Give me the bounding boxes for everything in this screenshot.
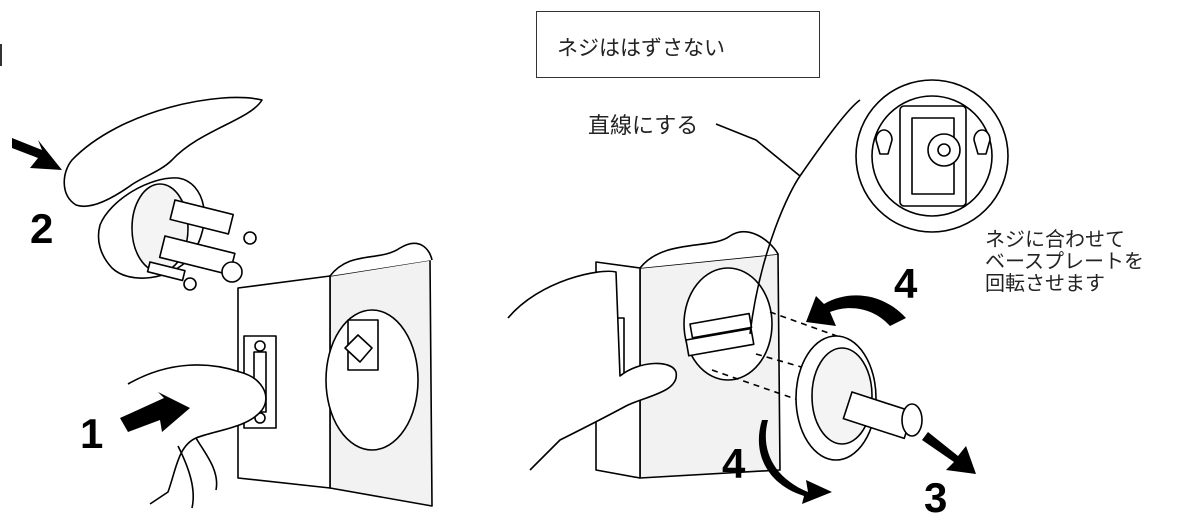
rotate-note-line-3: 回転させます xyxy=(985,271,1105,295)
straight-label: 直線にする xyxy=(588,114,699,139)
rotate-note-line-2: ベースプレートを xyxy=(985,249,1144,273)
door-block xyxy=(237,242,433,507)
arrow-step3 xyxy=(922,432,976,474)
rotate-note: ネジに合わせて ベースプレートを 回転させます xyxy=(985,228,1144,294)
straight-wire xyxy=(749,99,861,335)
right-hand xyxy=(507,270,677,471)
border-tick xyxy=(0,44,2,66)
callout-text: ネジははずさない xyxy=(557,36,725,60)
arrow-rotate-upper xyxy=(806,295,906,326)
step-3-label: 3 xyxy=(924,474,948,521)
step-4-lower-label: 4 xyxy=(722,440,746,487)
rotation-arrows xyxy=(758,295,976,504)
arrow-step2 xyxy=(12,138,62,170)
base-plate xyxy=(795,335,923,461)
step-4-upper-label: 4 xyxy=(894,260,918,307)
arrows-left xyxy=(12,138,190,432)
step-2-label: 2 xyxy=(30,205,54,252)
arrow-rotate-lower xyxy=(758,420,832,504)
left-illustration xyxy=(63,96,433,509)
callout-box: ネジははずさない xyxy=(536,11,820,78)
step-1-label: 1 xyxy=(80,410,104,457)
zoom-detail xyxy=(855,79,1009,233)
arrow-step1 xyxy=(120,392,190,432)
lever-handle xyxy=(63,96,263,291)
rotate-note-line-1: ネジに合わせて xyxy=(985,227,1125,251)
right-illustration xyxy=(507,79,1009,479)
door-block-right xyxy=(595,231,781,479)
